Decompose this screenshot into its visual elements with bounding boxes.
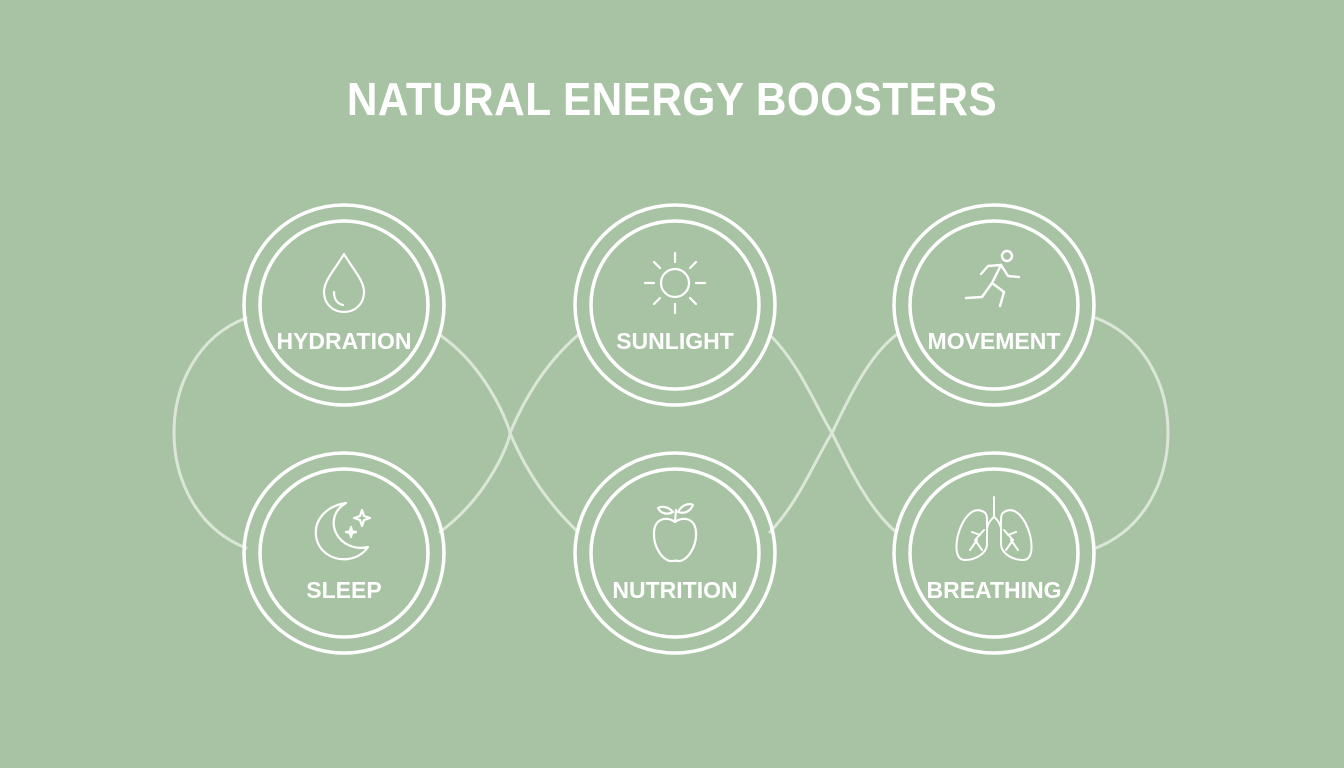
water-drop-icon [322, 252, 366, 314]
lungs-icon [955, 496, 1033, 561]
outer-ring [892, 203, 1096, 407]
inner-ring [589, 467, 761, 639]
outer-ring [573, 451, 777, 655]
booster-label-sleep: SLEEP [306, 577, 381, 603]
booster-sunlight: SUNLIGHT [573, 203, 777, 407]
booster-label-breathing: BREATHING [926, 577, 1061, 603]
connector-left-loop [172, 316, 248, 550]
outer-ring [892, 451, 1096, 655]
booster-movement: MOVEMENT [892, 203, 1096, 407]
running-person-icon [964, 249, 1021, 308]
connector-right-loop [1094, 316, 1170, 550]
booster-label-hydration: HYDRATION [276, 328, 411, 354]
inner-ring [908, 467, 1080, 639]
moon-stars-icon [314, 501, 372, 561]
connector-lines [172, 316, 1170, 550]
inner-ring [258, 219, 430, 391]
sun-icon [643, 251, 707, 315]
booster-sleep: SLEEP [242, 451, 446, 655]
booster-breathing: BREATHING [892, 451, 1096, 655]
booster-label-nutrition: NUTRITION [612, 577, 737, 603]
inner-ring [258, 467, 430, 639]
booster-hydration: HYDRATION [242, 203, 446, 407]
apple-icon [652, 503, 698, 563]
booster-label-sunlight: SUNLIGHT [616, 328, 734, 354]
outer-ring [242, 451, 446, 655]
outer-ring [573, 203, 777, 407]
inner-ring [908, 219, 1080, 391]
outer-ring [242, 203, 446, 407]
inner-ring [589, 219, 761, 391]
connector-cross-1b [438, 333, 580, 534]
booster-nutrition: NUTRITION [573, 451, 777, 655]
connector-cross-2b [768, 333, 898, 534]
booster-label-movement: MOVEMENT [928, 328, 1061, 354]
page-title: NATURAL ENERGY BOOSTERS [346, 73, 998, 125]
